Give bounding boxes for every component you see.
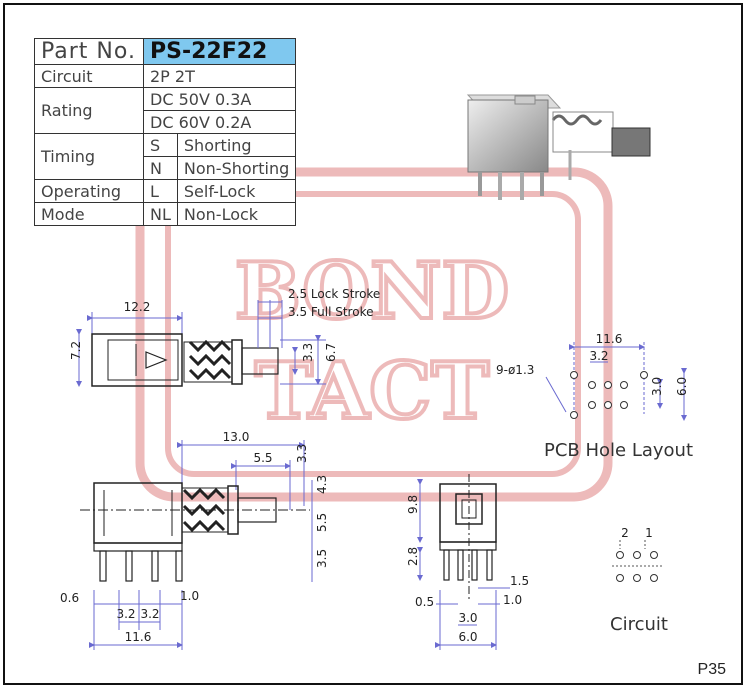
circuit-contact — [633, 551, 641, 559]
front-dim-32b: 3.2 — [140, 607, 159, 621]
circuit-contact — [650, 574, 658, 582]
timing-code-s: S — [143, 133, 178, 157]
mode-text-self-lock: Self-Lock — [176, 179, 297, 203]
front-dim-35: 3.5 — [315, 549, 329, 568]
end-dim-05: 0.5 — [415, 595, 434, 609]
pcb-hole — [620, 401, 628, 409]
side-width-dim: 12.2 — [124, 300, 151, 314]
pcb-row-dim: 3.0 — [650, 377, 664, 396]
end-dim-10: 1.0 — [503, 593, 522, 607]
pcb-pitch-dim: 3.2 — [589, 349, 608, 363]
mode-code-nl: NL — [143, 202, 178, 226]
front-dim-33: 3.3 — [295, 444, 309, 463]
circuit-contact — [616, 551, 624, 559]
side-dim-33: 3.3 — [301, 343, 315, 362]
circuit-contact — [633, 574, 641, 582]
rating-value-1: DC 50V 0.3A — [142, 87, 297, 111]
full-stroke-label: 3.5 Full Stroke — [288, 305, 373, 319]
pcb-height-dim: 6.0 — [675, 377, 689, 396]
side-height-dim: 7.2 — [69, 341, 83, 360]
circuit-pin1: 1 — [645, 526, 653, 540]
end-dim-15: 1.5 — [510, 574, 529, 588]
side-view — [76, 300, 326, 387]
pcb-hole — [620, 381, 628, 389]
part-no-label: Part No. — [34, 38, 144, 65]
circuit-diagram — [612, 540, 664, 582]
pcb-hole — [588, 401, 596, 409]
timing-label: Timing — [34, 133, 144, 180]
rating-label: Rating — [34, 87, 144, 134]
front-dim-116: 11.6 — [125, 630, 152, 644]
circuit-contact — [616, 574, 624, 582]
part-number: PS-22F22 — [142, 38, 297, 65]
watermark: BOND TACT — [135, 167, 613, 502]
pcb-hole — [640, 371, 648, 379]
side-dim-67: 6.7 — [324, 343, 338, 362]
pcb-layout-title: PCB Hole Layout — [544, 440, 693, 461]
front-dim-32a: 3.2 — [116, 607, 135, 621]
mode-code-l: L — [143, 179, 178, 203]
pcb-hole — [588, 381, 596, 389]
front-dim-130: 13.0 — [223, 430, 250, 444]
end-dim-60: 6.0 — [458, 630, 477, 644]
circuit-title: Circuit — [610, 614, 668, 635]
timing-text-shorting: Shorting — [176, 133, 297, 157]
pcb-width-dim: 11.6 — [596, 332, 623, 346]
end-view — [417, 474, 510, 650]
spec-table: Part No. PS-22F22 Circuit 2P 2T Rating D… — [34, 38, 297, 226]
circuit-label: Circuit — [34, 64, 144, 88]
front-dim-10: 1.0 — [180, 589, 199, 603]
watermark-line2: TACT — [255, 346, 489, 437]
pcb-hole — [570, 371, 578, 379]
timing-text-non-shorting: Non-Shorting — [176, 156, 297, 180]
rating-value-2: DC 60V 0.2A — [142, 110, 297, 134]
mode-text-non-lock: Non-Lock — [176, 202, 297, 226]
end-dim-30: 3.0 — [458, 611, 477, 625]
page-number: P35 — [697, 661, 726, 678]
page-frame — [3, 3, 743, 685]
front-dim-06: 0.6 — [60, 591, 79, 605]
pcb-hole-note: 9-ø1.3 — [496, 363, 534, 377]
front-dim-55-top: 5.5 — [253, 451, 272, 465]
front-dim-43: 4.3 — [315, 475, 329, 494]
timing-code-n: N — [143, 156, 178, 180]
circuit-contact — [650, 551, 658, 559]
front-dim-55: 5.5 — [315, 513, 329, 532]
circuit-pin2: 2 — [621, 526, 629, 540]
mode-label-line1: Operating — [34, 179, 144, 203]
circuit-value: 2P 2T — [142, 64, 297, 88]
lock-stroke-label: 2.5 Lock Stroke — [288, 287, 380, 301]
pcb-hole — [604, 401, 612, 409]
mode-label-line2: Mode — [34, 202, 144, 226]
end-dim-28: 2.8 — [406, 547, 420, 566]
watermark-line1: BOND — [235, 246, 509, 337]
product-photo — [466, 94, 651, 200]
pcb-hole — [604, 381, 612, 389]
front-view — [80, 440, 313, 650]
pcb-hole — [570, 411, 578, 419]
end-dim-98: 9.8 — [406, 495, 420, 514]
pcb-holes — [570, 371, 648, 419]
